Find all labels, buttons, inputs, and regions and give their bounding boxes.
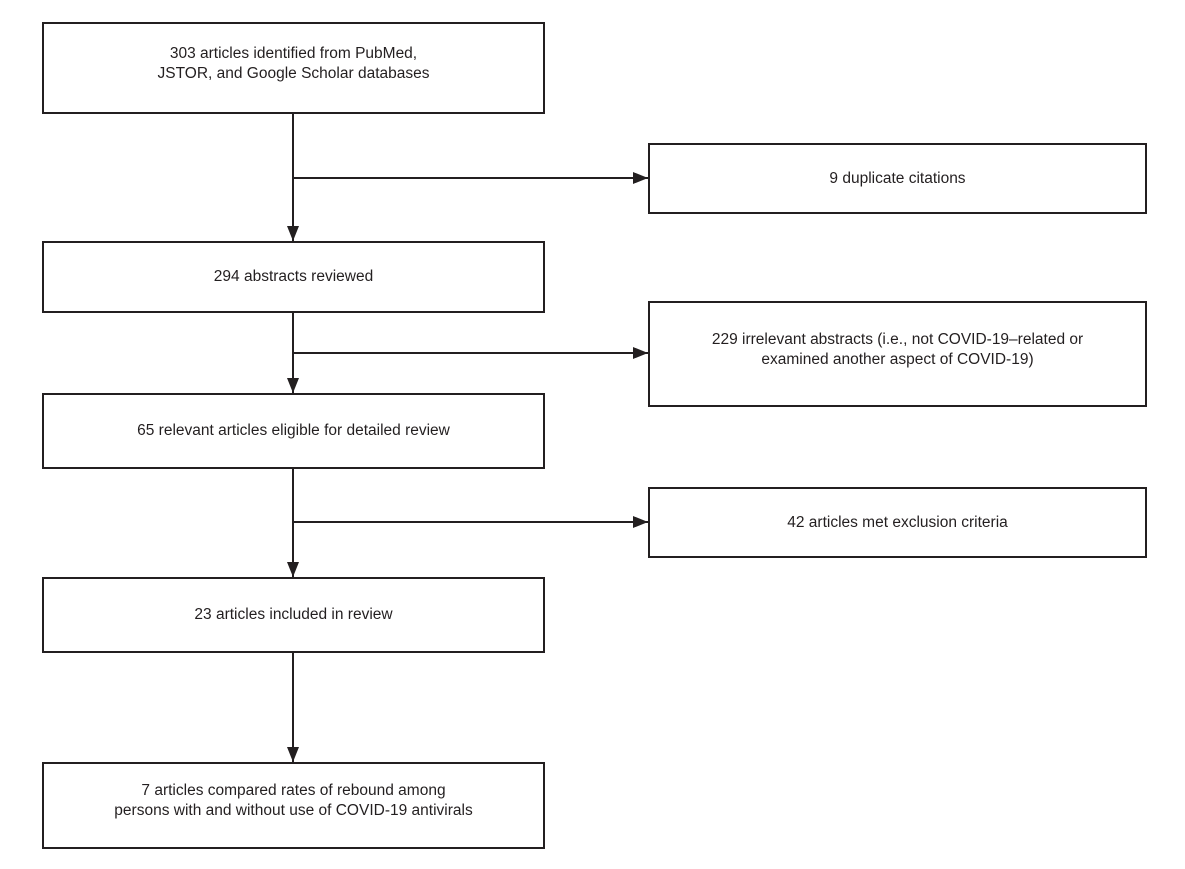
box-articles-compared: 7 articles compared rates of rebound amo…	[42, 762, 545, 849]
box-exclusion-criteria: 42 articles met exclusion criteria	[648, 487, 1147, 558]
box-articles-eligible: 65 relevant articles eligible for detail…	[42, 393, 545, 469]
box-articles-identified: 303 articles identified from PubMed, JST…	[42, 22, 545, 114]
box-irrelevant-abstracts: 229 irrelevant abstracts (i.e., not COVI…	[648, 301, 1147, 407]
box-articles-included: 23 articles included in review	[42, 577, 545, 653]
box-duplicate-citations: 9 duplicate citations	[648, 143, 1147, 214]
box-abstracts-reviewed: 294 abstracts reviewed	[42, 241, 545, 313]
